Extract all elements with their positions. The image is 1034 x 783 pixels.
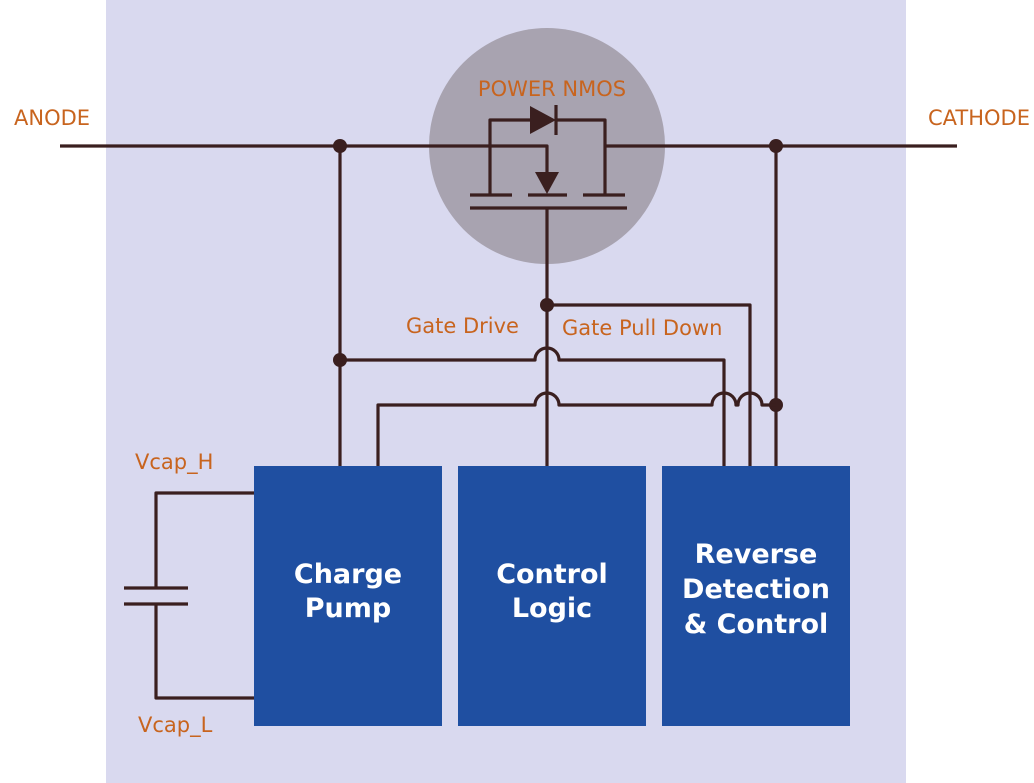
body-diode-icon bbox=[530, 106, 556, 134]
control-logic-block bbox=[458, 466, 646, 726]
charge-pump-label-line2: Pump bbox=[305, 593, 391, 624]
gate-pull-down-wire bbox=[547, 303, 752, 466]
gate-pull-down-label: Gate Pull Down bbox=[562, 316, 722, 340]
control-logic-label-line1: Control bbox=[496, 559, 608, 590]
vcap-l-label: Vcap_L bbox=[138, 713, 213, 738]
charge-pump-label-line1: Charge bbox=[294, 559, 402, 590]
control-logic-label-line2: Logic bbox=[512, 593, 592, 624]
anode-label: ANODE bbox=[14, 106, 90, 130]
reverse-detection-label-line1: Reverse bbox=[695, 539, 818, 570]
reverse-detection-label-line3: & Control bbox=[684, 609, 829, 640]
cathode-to-charge-pump-wire bbox=[376, 391, 776, 466]
capacitor bbox=[124, 491, 255, 700]
reverse-detection-block bbox=[662, 466, 850, 726]
reverse-detection-label-line2: Detection bbox=[682, 574, 830, 605]
anode-junction-dot bbox=[333, 139, 347, 153]
power-nmos-label: POWER NMOS bbox=[478, 77, 626, 101]
nmos-arrow-icon bbox=[535, 172, 559, 194]
anode-sense-wire bbox=[340, 346, 726, 466]
charge-pump-block bbox=[254, 466, 442, 726]
nmos-symbol bbox=[470, 105, 627, 305]
gate-drive-label: Gate Drive bbox=[406, 314, 519, 338]
vcap-h-label: Vcap_H bbox=[135, 450, 213, 475]
cathode-junction-dot bbox=[769, 139, 783, 153]
cathode-label: CATHODE bbox=[928, 106, 1030, 130]
